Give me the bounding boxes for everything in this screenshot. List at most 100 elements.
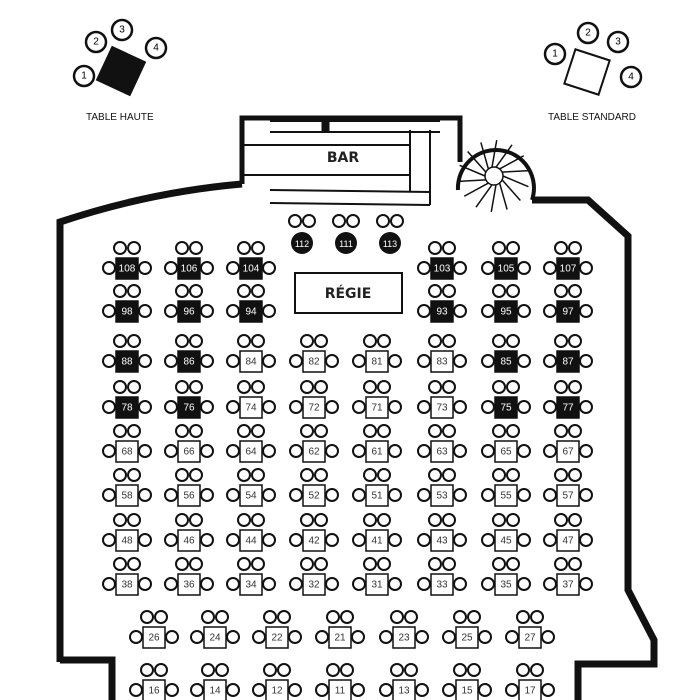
table-37[interactable]: 37 — [543, 557, 593, 596]
table-45[interactable]: 45 — [481, 513, 531, 552]
chair-icon — [175, 241, 189, 255]
table-56[interactable]: 56 — [164, 468, 214, 507]
table-72[interactable]: 72 — [289, 380, 339, 419]
table-106[interactable]: 106 — [164, 241, 214, 280]
table-33[interactable]: 33 — [417, 557, 467, 596]
table-104[interactable]: 104 — [226, 241, 276, 280]
table-86[interactable]: 86 — [164, 334, 214, 373]
table-108[interactable]: 108 — [102, 241, 152, 280]
table-88[interactable]: 88 — [102, 334, 152, 373]
table-83[interactable]: 83 — [417, 334, 467, 373]
table-82[interactable]: 82 — [289, 334, 339, 373]
table-62[interactable]: 62 — [289, 424, 339, 463]
chair-icon — [164, 400, 178, 414]
table-48[interactable]: 48 — [102, 513, 152, 552]
table-haute — [556, 350, 580, 373]
chair-icon — [619, 65, 643, 89]
table-66[interactable]: 66 — [164, 424, 214, 463]
table-27[interactable]: 27 — [505, 610, 555, 649]
chair-icon — [113, 468, 127, 482]
table-13[interactable]: 13 — [379, 663, 429, 700]
chair-icon — [200, 577, 214, 591]
bar-table-111[interactable]: 111 — [332, 214, 360, 254]
chair-icon — [554, 334, 568, 348]
table-34[interactable]: 34 — [226, 557, 276, 596]
table-84[interactable]: 84 — [226, 334, 276, 373]
table-54[interactable]: 54 — [226, 468, 276, 507]
table-standard — [494, 440, 518, 463]
table-52[interactable]: 52 — [289, 468, 339, 507]
table-93[interactable]: 93 — [417, 284, 467, 323]
table-63[interactable]: 63 — [417, 424, 467, 463]
table-11[interactable]: 11 — [315, 663, 365, 700]
table-76[interactable]: 76 — [164, 380, 214, 419]
table-47[interactable]: 47 — [543, 513, 593, 552]
table-41[interactable]: 41 — [352, 513, 402, 552]
chair-icon — [428, 241, 442, 255]
table-26[interactable]: 26 — [129, 610, 179, 649]
table-77[interactable]: 77 — [543, 380, 593, 419]
table-87[interactable]: 87 — [543, 334, 593, 373]
table-61[interactable]: 61 — [352, 424, 402, 463]
chair-icon — [363, 424, 377, 438]
chair-icon — [113, 380, 127, 394]
chair-icon — [72, 64, 96, 88]
table-57[interactable]: 57 — [543, 468, 593, 507]
table-97[interactable]: 97 — [543, 284, 593, 323]
table-81[interactable]: 81 — [352, 334, 402, 373]
table-42[interactable]: 42 — [289, 513, 339, 552]
chair-icon — [175, 380, 189, 394]
table-standard — [494, 484, 518, 507]
table-85[interactable]: 85 — [481, 334, 531, 373]
table-64[interactable]: 64 — [226, 424, 276, 463]
table-21[interactable]: 21 — [315, 610, 365, 649]
table-53[interactable]: 53 — [417, 468, 467, 507]
table-78[interactable]: 78 — [102, 380, 152, 419]
table-103[interactable]: 103 — [417, 241, 467, 280]
table-74[interactable]: 74 — [226, 380, 276, 419]
table-14[interactable]: 14 — [190, 663, 240, 700]
table-32[interactable]: 32 — [289, 557, 339, 596]
table-16[interactable]: 16 — [129, 663, 179, 700]
table-98[interactable]: 98 — [102, 284, 152, 323]
table-38[interactable]: 38 — [102, 557, 152, 596]
chair-icon — [516, 610, 530, 624]
table-15[interactable]: 15 — [442, 663, 492, 700]
table-23[interactable]: 23 — [379, 610, 429, 649]
legend-standard-label: TABLE STANDARD — [548, 112, 636, 123]
table-35[interactable]: 35 — [481, 557, 531, 596]
table-43[interactable]: 43 — [417, 513, 467, 552]
table-96[interactable]: 96 — [164, 284, 214, 323]
table-55[interactable]: 55 — [481, 468, 531, 507]
bar-table-113[interactable]: 113 — [376, 214, 404, 254]
table-36[interactable]: 36 — [164, 557, 214, 596]
table-73[interactable]: 73 — [417, 380, 467, 419]
table-58[interactable]: 58 — [102, 468, 152, 507]
table-46[interactable]: 46 — [164, 513, 214, 552]
table-71[interactable]: 71 — [352, 380, 402, 419]
table-31[interactable]: 31 — [352, 557, 402, 596]
table-22[interactable]: 22 — [252, 610, 302, 649]
chair-icon — [138, 304, 152, 318]
table-65[interactable]: 65 — [481, 424, 531, 463]
table-107[interactable]: 107 — [543, 241, 593, 280]
table-51[interactable]: 51 — [352, 468, 402, 507]
chair-icon — [554, 241, 568, 255]
table-68[interactable]: 68 — [102, 424, 152, 463]
table-75[interactable]: 75 — [481, 380, 531, 419]
table-95[interactable]: 95 — [481, 284, 531, 323]
table-12[interactable]: 12 — [252, 663, 302, 700]
chair-icon — [442, 513, 456, 527]
table-number: 97 — [562, 307, 574, 318]
table-94[interactable]: 94 — [226, 284, 276, 323]
table-44[interactable]: 44 — [226, 513, 276, 552]
chair-icon — [481, 400, 495, 414]
table-24[interactable]: 24 — [190, 610, 240, 649]
table-105[interactable]: 105 — [481, 241, 531, 280]
table-25[interactable]: 25 — [442, 610, 492, 649]
table-17[interactable]: 17 — [505, 663, 555, 700]
chair-icon — [481, 533, 495, 547]
table-67[interactable]: 67 — [543, 424, 593, 463]
bar-table-112[interactable]: 112 — [288, 214, 316, 254]
table-standard — [556, 529, 580, 552]
